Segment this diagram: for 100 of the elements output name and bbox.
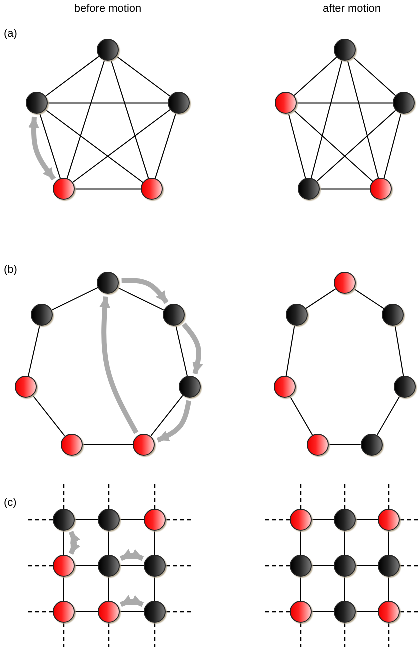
ball-node (274, 376, 296, 398)
connection-line (108, 576, 110, 602)
dashed-line (154, 484, 156, 509)
connection-line (288, 113, 306, 180)
connection-line (72, 109, 171, 184)
dashed-line (344, 484, 346, 509)
connection-line (28, 325, 40, 377)
connection-line (300, 576, 302, 602)
motion-arrow (122, 278, 169, 304)
column-heading: before motion (74, 3, 142, 15)
ball-node (334, 39, 356, 61)
ball-node (394, 376, 416, 398)
dashed-line (154, 623, 156, 647)
connection-line (354, 288, 385, 310)
connection-line (310, 60, 343, 180)
connection-line (110, 60, 150, 180)
dashed-line (63, 484, 65, 509)
ball-node (378, 555, 400, 577)
connection-line (117, 287, 164, 311)
ball-node (53, 555, 75, 577)
connection-line (290, 396, 314, 436)
dashed-line (28, 611, 53, 613)
dashed-line (265, 519, 290, 521)
ball-node (290, 601, 312, 623)
connection-line (296, 102, 394, 104)
connection-line (154, 576, 156, 602)
ball-node (334, 509, 356, 531)
connection-line (154, 530, 156, 556)
ball-node (98, 555, 120, 577)
ball-node (178, 376, 201, 398)
connection-line (150, 395, 184, 436)
ball-node (60, 434, 83, 456)
connection-line (116, 56, 171, 98)
ball-node (31, 304, 54, 326)
dashed-line (28, 519, 53, 521)
panel-label: (b) (4, 264, 18, 276)
ball-node (133, 434, 156, 456)
ball-node (144, 555, 166, 577)
connection-line (45, 109, 144, 184)
ball-node (307, 434, 330, 456)
ball-node (360, 434, 383, 456)
ball-node (275, 92, 298, 114)
ball-node (290, 509, 312, 531)
dashed-line (166, 519, 191, 521)
ball-node (52, 178, 75, 200)
connection-line (52, 287, 99, 311)
connection-line (305, 288, 336, 310)
connection-line (384, 113, 402, 180)
ball-node (144, 601, 166, 623)
dashed-line (300, 484, 302, 509)
ball-node (98, 601, 120, 623)
ball-node (15, 376, 38, 398)
dashed-line (166, 611, 191, 613)
dashed-line (166, 565, 191, 567)
motion-arrow (68, 530, 81, 556)
ball-node (144, 509, 166, 531)
motion-arrow (100, 296, 139, 434)
ball-node (97, 39, 119, 61)
dashed-line (108, 623, 110, 647)
ball-node (97, 272, 119, 294)
panel-label: (c) (4, 497, 17, 509)
ball-node (141, 178, 164, 200)
ball-node (290, 555, 312, 577)
connection-line (300, 530, 302, 556)
connection-line (108, 530, 110, 556)
connection-line (328, 444, 362, 446)
ball-node (382, 304, 404, 326)
connection-line (32, 395, 66, 436)
dashed-line (265, 565, 290, 567)
connection-line (316, 110, 396, 182)
ball-node (334, 272, 356, 294)
connection-line (47, 102, 169, 104)
dashed-line (388, 623, 390, 647)
dashed-line (388, 484, 390, 509)
motion-arrow (120, 595, 144, 608)
connection-line (40, 113, 62, 180)
connection-line (294, 110, 374, 182)
connection-line (344, 576, 346, 602)
connection-line (294, 56, 338, 96)
column-heading: after motion (322, 3, 382, 15)
motion-arrow (28, 116, 56, 181)
ball-node (370, 178, 392, 200)
connection-line (352, 56, 396, 96)
motion-arrow (156, 400, 192, 443)
ball-node (162, 304, 185, 326)
dashed-line (28, 565, 53, 567)
connection-line (388, 576, 390, 602)
dashed-line (400, 611, 420, 613)
dashed-line (400, 565, 420, 567)
motion-arrow (182, 322, 204, 375)
ball-node (334, 555, 356, 577)
ball-node (26, 92, 48, 114)
connection-line (319, 188, 371, 190)
connection-line (176, 325, 188, 377)
dashed-line (300, 623, 302, 647)
dashed-line (108, 484, 110, 509)
ball-node (392, 92, 415, 114)
connection-line (388, 530, 390, 556)
connection-line (45, 56, 100, 98)
ball-node (53, 601, 75, 623)
